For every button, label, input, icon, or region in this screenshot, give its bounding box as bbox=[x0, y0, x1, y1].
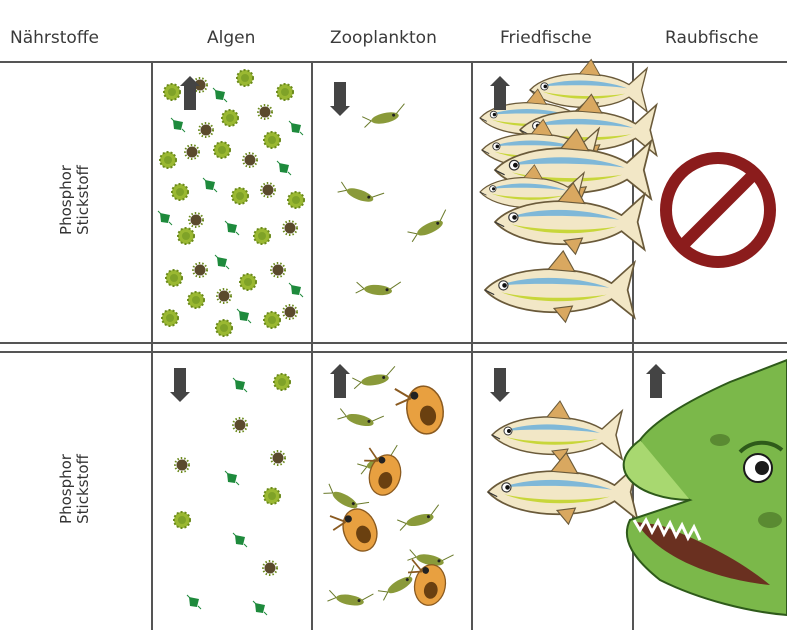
arrow-down-icon bbox=[330, 82, 350, 116]
pike-icon bbox=[624, 360, 787, 615]
prohibited-icon bbox=[666, 158, 770, 262]
arrow-down-icon bbox=[170, 368, 190, 402]
zooplankton-row2 bbox=[323, 366, 453, 608]
fish-school-row1 bbox=[480, 59, 657, 322]
arrow-up-icon bbox=[646, 364, 666, 398]
arrow-up-icon bbox=[330, 364, 350, 398]
algae-cluster-row2 bbox=[174, 374, 290, 615]
zooplankton-row1 bbox=[338, 104, 452, 297]
fish-school-row2 bbox=[488, 401, 638, 524]
algae-cluster-row1 bbox=[158, 70, 304, 336]
arrow-down-icon bbox=[490, 368, 510, 402]
